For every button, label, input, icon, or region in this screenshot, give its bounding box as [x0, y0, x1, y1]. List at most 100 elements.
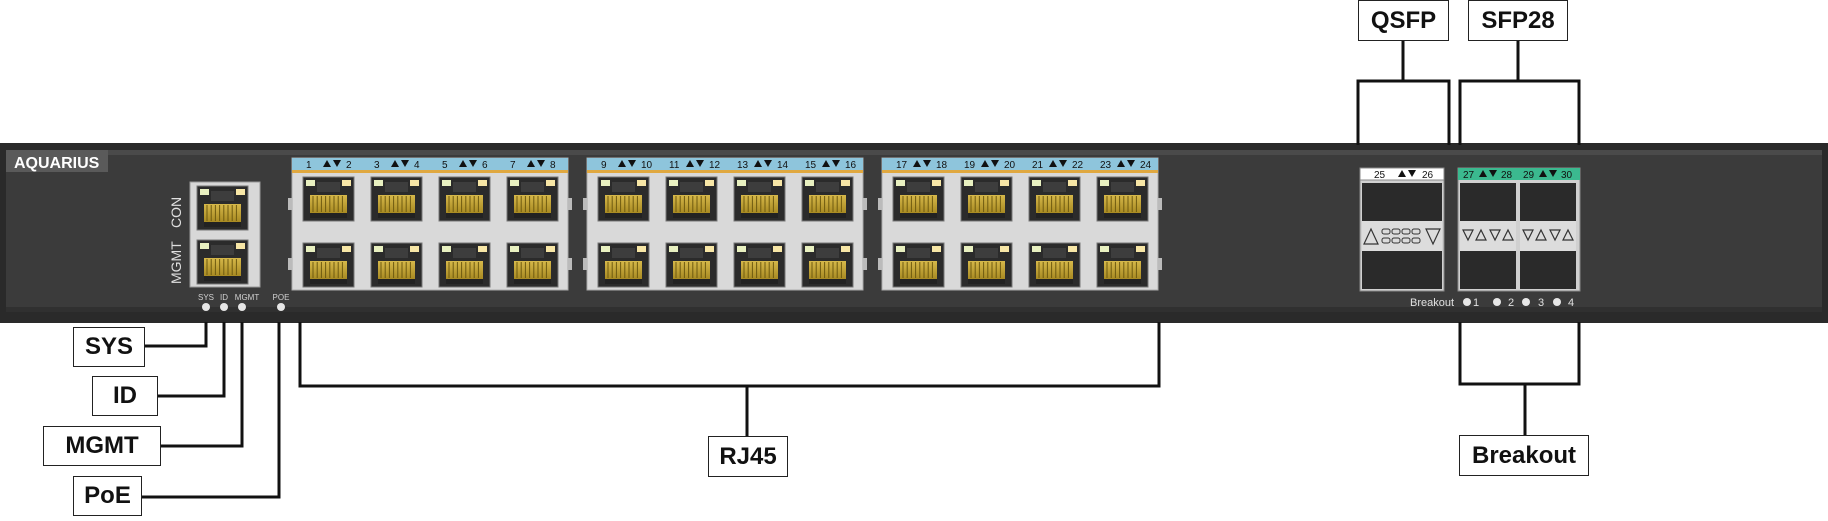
brand-badge [6, 150, 108, 172]
vent-tooth [1381, 143, 1397, 148]
rj45-port-11 [665, 176, 718, 222]
up-arrow-icon [981, 160, 989, 167]
vent-tooth [906, 318, 923, 323]
vent-tooth [1050, 318, 1066, 323]
vent-tooth [385, 318, 402, 323]
port-label: 29 [1523, 170, 1535, 181]
port-label: 9 [601, 160, 607, 171]
down-arrow-icon [628, 160, 636, 167]
rj45-port-12 [665, 242, 718, 288]
vent-tooth [1504, 143, 1520, 148]
port-label: 27 [1463, 170, 1475, 181]
sfp28-port [1520, 183, 1576, 221]
breakout-led-2 [1493, 298, 1501, 306]
vent-tooth [1524, 143, 1541, 148]
port-label: 2 [346, 160, 352, 171]
down-arrow-icon [1408, 170, 1416, 177]
down-arrow-icon [1059, 160, 1067, 167]
vent-tooth [838, 143, 854, 148]
vent-tooth [1084, 143, 1100, 148]
vent-tooth [1340, 143, 1356, 148]
vent-tooth [366, 143, 383, 148]
port-label: 28 [1501, 170, 1513, 181]
down-arrow-icon [401, 160, 409, 167]
vent-tooth [592, 143, 608, 148]
down-arrow-icon [1549, 229, 1561, 242]
rj45-leader [298, 322, 1161, 388]
vent-tooth [365, 318, 381, 323]
vent-tooth [426, 318, 443, 323]
led-label-id: ID [220, 293, 228, 302]
vent-tooth [797, 143, 813, 148]
up-arrow-icon [913, 160, 921, 167]
vent-tooth [303, 318, 320, 323]
vent-tooth [1445, 318, 1462, 323]
vent-tooth [1422, 143, 1438, 148]
vent-tooth [845, 318, 861, 323]
callout-qsfp: QSFP [1358, 0, 1449, 41]
up-arrow-icon [822, 160, 830, 167]
vent-tooth [715, 143, 731, 148]
down-arrow-icon [832, 160, 840, 167]
sfp28-port [1520, 251, 1576, 289]
down-arrow-icon [1489, 170, 1497, 177]
down-arrow-icon [1522, 229, 1534, 242]
port-label: 8 [550, 160, 556, 171]
down-arrow-icon [1425, 228, 1441, 246]
vent-tooth [1527, 318, 1544, 323]
vent-tooth [1029, 318, 1046, 323]
vent-tooth [467, 318, 484, 323]
vent-tooth [947, 318, 964, 323]
callout-sys: SYS [73, 327, 145, 367]
vent-tooth [571, 143, 588, 148]
port-label: 14 [777, 160, 789, 171]
rj45-port-1 [302, 176, 355, 222]
vent-tooth [448, 143, 465, 148]
brand-logo: AQUARIUS [14, 155, 100, 172]
id-leader [158, 322, 226, 398]
sfp28-port [1460, 251, 1516, 289]
mgmt-leader [161, 322, 244, 448]
vent-tooth [344, 318, 361, 323]
vent-tooth [968, 318, 984, 323]
up-arrow-icon [1535, 228, 1547, 241]
vent-tooth [489, 143, 506, 148]
sys-leader [145, 322, 208, 348]
up-arrow-icon [754, 160, 762, 167]
vent-tooth [428, 143, 444, 148]
vent-teeth [283, 143, 1585, 323]
vent-tooth [1545, 143, 1561, 148]
vent-tooth [1363, 318, 1380, 323]
vent-tooth [1009, 318, 1025, 323]
vent-tooth [406, 318, 422, 323]
vent-tooth [776, 143, 793, 148]
up-arrow-icon [1539, 170, 1547, 177]
led-sys [202, 303, 210, 311]
up-arrow-icon [1398, 170, 1406, 177]
vent-tooth [469, 143, 485, 148]
con-label: CON [168, 197, 184, 228]
console-block: CON MGMT [168, 181, 261, 288]
breakout-led-1 [1463, 298, 1471, 306]
vent-tooth [1043, 143, 1059, 148]
port-label: 6 [482, 160, 488, 171]
up-arrow-icon [618, 160, 626, 167]
port-label: 18 [936, 160, 948, 171]
vent-tooth [1070, 318, 1087, 323]
breakout-num-1: 1 [1473, 297, 1479, 309]
rj45-port-5 [438, 176, 491, 222]
down-arrow-icon [537, 160, 545, 167]
led-mgmt [238, 303, 246, 311]
vent-tooth [756, 143, 772, 148]
breakout-num-2: 2 [1508, 297, 1514, 309]
callout-sfp28: SFP28 [1468, 0, 1568, 41]
rj45-port-17 [892, 176, 945, 222]
led-label-mgmt: MGMT [235, 293, 260, 302]
vent-tooth [1125, 143, 1141, 148]
port-label: 15 [805, 160, 817, 171]
vent-tooth [763, 318, 779, 323]
vent-tooth [694, 143, 711, 148]
